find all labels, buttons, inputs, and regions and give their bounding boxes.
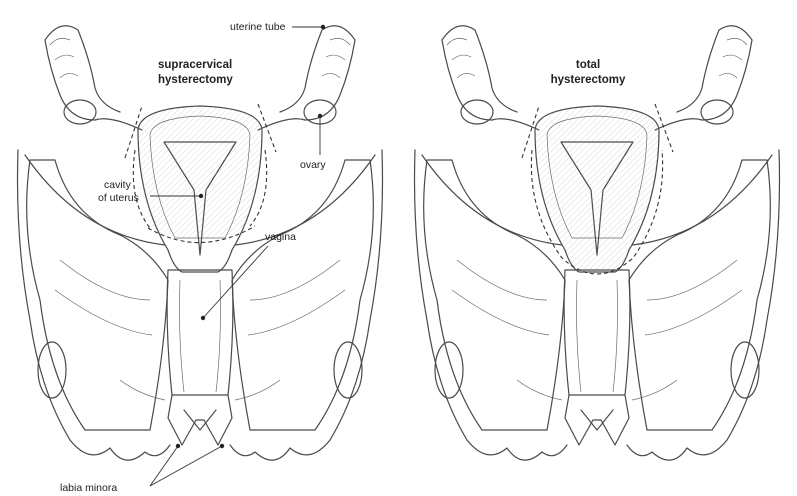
total-panel: total hysterectomy — [415, 26, 780, 460]
title-line1-left: supracervical — [158, 59, 232, 71]
labia-minora-dot-right — [220, 444, 224, 448]
ovary-label: ovary — [300, 159, 326, 171]
anatomy-illustration-left — [18, 26, 383, 460]
title-line1-right: total — [576, 59, 600, 71]
labia-minora-leader-right — [150, 446, 222, 486]
title-line2-left: hysterectomy — [158, 74, 233, 86]
labia-minora-dot-left — [176, 444, 180, 448]
vagina-leader — [203, 246, 268, 318]
cavity-label-line1: cavity — [104, 179, 132, 191]
removed-region-shading — [138, 106, 262, 239]
cavity-dot — [199, 194, 203, 198]
cavity-label-line2: of uterus — [98, 192, 139, 204]
vagina-dot — [201, 316, 205, 320]
vagina-label: vagina — [265, 231, 296, 243]
removed-region-shading-total — [535, 106, 659, 272]
title-line2-right: hysterectomy — [551, 74, 626, 86]
uterine-tube-dot — [321, 25, 325, 29]
labia-minora-label: labia minora — [60, 482, 117, 494]
uterine-tube-label: uterine tube — [230, 21, 286, 33]
supracervical-panel: supracervical hysterectomy uterine tube … — [18, 21, 383, 494]
